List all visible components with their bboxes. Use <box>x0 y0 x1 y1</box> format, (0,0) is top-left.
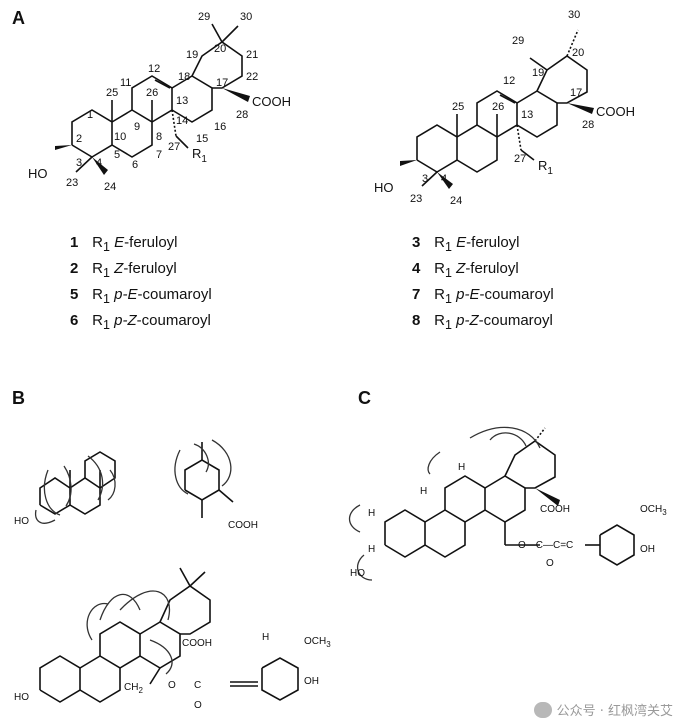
svg-text:6: 6 <box>132 159 138 171</box>
svg-text:15: 15 <box>196 133 208 145</box>
svg-text:25: 25 <box>106 87 118 99</box>
svg-text:17: 17 <box>570 87 582 99</box>
legend-row: 7 R1 p-E-coumaroyl <box>412 286 554 306</box>
carboxyl-label-c: COOH <box>540 504 570 515</box>
svg-text:28: 28 <box>236 109 248 121</box>
noesy-structure <box>348 426 635 581</box>
legend-row: 6 R1 p-Z-coumaroyl <box>70 312 211 332</box>
legend-row: 4 R1 Z-feruloyl <box>412 260 519 280</box>
svg-text:30: 30 <box>568 9 580 21</box>
svg-text:25: 25 <box>452 101 464 113</box>
svg-text:20: 20 <box>572 47 584 59</box>
svg-text:29: 29 <box>512 35 524 47</box>
svg-text:12: 12 <box>503 75 515 87</box>
svg-text:26: 26 <box>146 87 158 99</box>
carboxyl-label-b-bottom: COOH <box>182 638 212 649</box>
legend-row: 2 R1 Z-feruloyl <box>70 260 177 280</box>
svg-text:4: 4 <box>441 173 447 185</box>
carbonyl-carbon-label: C <box>194 680 201 691</box>
panel-label-c: C <box>358 388 371 408</box>
hmbc-fragment-top-left <box>34 451 116 524</box>
svg-text:28: 28 <box>582 119 594 131</box>
atom-numbers-b: 3 4 12 13 17 19 20 23 24 25 26 27 28 29 … <box>410 9 594 207</box>
legend-row: 5 R1 p-E-coumaroyl <box>70 286 212 306</box>
svg-text:13: 13 <box>521 109 533 121</box>
svg-text:9: 9 <box>134 121 140 133</box>
ester-linker-label: O—C—C=C <box>518 540 573 551</box>
svg-text:12: 12 <box>148 63 160 75</box>
svg-text:23: 23 <box>410 193 422 205</box>
svg-text:26: 26 <box>492 101 504 113</box>
svg-text:7: 7 <box>156 149 162 161</box>
r1-label-b: R1 <box>538 158 553 177</box>
panel-label-b: B <box>12 388 25 408</box>
hydroxyl-label-a: HO <box>28 166 48 181</box>
svg-text:20: 20 <box>214 43 226 55</box>
svg-text:27: 27 <box>514 153 526 165</box>
legend-right: 3 R1 E-feruloyl 4 R1 Z-feruloyl 7 R1 p-E… <box>412 232 554 336</box>
svg-text:8: 8 <box>156 131 162 143</box>
phenol-label-b: OH <box>304 676 319 687</box>
svg-text:1: 1 <box>87 109 93 121</box>
h11-label: H <box>420 486 427 497</box>
h3-label: H <box>368 544 375 555</box>
svg-text:2: 2 <box>76 133 82 145</box>
svg-text:23: 23 <box>66 177 78 189</box>
svg-text:29: 29 <box>198 11 210 23</box>
hydroxyl-label-b-top: HO <box>14 516 29 527</box>
svg-text:19: 19 <box>186 49 198 61</box>
carboxyl-label-b: COOH <box>596 104 635 119</box>
svg-text:11: 11 <box>120 77 131 89</box>
hmbc-fragment-top-right <box>174 439 234 518</box>
svg-text:22: 22 <box>246 71 258 83</box>
carbonyl-oxygen-label: O <box>194 700 202 711</box>
methoxy-label-b: OCH3 <box>304 636 331 649</box>
hydroxyl-label-b: HO <box>374 180 394 195</box>
svg-text:17: 17 <box>216 77 228 89</box>
wechat-icon <box>533 701 552 718</box>
carboxyl-label-a: COOH <box>252 94 291 109</box>
svg-text:24: 24 <box>450 195 462 207</box>
svg-text:16: 16 <box>214 121 226 133</box>
svg-text:13: 13 <box>176 95 188 107</box>
h2-label: H <box>368 508 375 519</box>
svg-text:3: 3 <box>76 157 82 169</box>
aromatic-h-label: H <box>262 632 269 643</box>
phenol-label-c: OH <box>640 544 655 555</box>
ester-oxygen-label: O <box>168 680 176 691</box>
ch2-label: CH2 <box>124 682 143 695</box>
watermark: 公众号 · 红枫湾关艾 <box>533 700 673 719</box>
svg-text:27: 27 <box>168 141 180 153</box>
legend-row: 1 R1 E-feruloyl <box>70 234 178 254</box>
svg-text:5: 5 <box>114 149 120 161</box>
svg-text:24: 24 <box>104 181 116 193</box>
hmbc-structure-bottom <box>39 567 299 703</box>
r1-label-a: R1 <box>192 146 207 165</box>
hydroxyl-label-b-bottom: HO <box>14 692 29 703</box>
legend-row: 8 R1 p-Z-coumaroyl <box>412 312 553 332</box>
svg-text:30: 30 <box>240 11 252 23</box>
svg-text:3: 3 <box>422 173 428 185</box>
svg-text:19: 19 <box>532 67 544 79</box>
atom-numbers-a: 1 2 3 4 5 6 7 8 9 10 11 12 13 14 15 16 1… <box>66 11 258 193</box>
hydroxyl-label-c: HO <box>350 568 365 579</box>
svg-text:10: 10 <box>114 131 126 143</box>
legend-left: 1 R1 E-feruloyl 2 R1 Z-feruloyl 5 R1 p-E… <box>70 232 212 336</box>
structure-oleanane <box>55 23 250 175</box>
structure-ursane <box>400 29 594 189</box>
h12-label: H <box>458 462 465 473</box>
svg-text:18: 18 <box>178 71 190 83</box>
carboxyl-label-b-top: COOH <box>228 520 258 531</box>
methoxy-label-c: OCH3 <box>640 504 667 517</box>
legend-row: 3 R1 E-feruloyl <box>412 234 520 254</box>
svg-text:4: 4 <box>96 157 102 169</box>
svg-text:14: 14 <box>176 115 188 127</box>
carbonyl-oxygen-label-c: O <box>546 558 554 569</box>
svg-text:21: 21 <box>246 49 258 61</box>
panel-label-a: A <box>12 8 25 28</box>
watermark-text: 公众号 · 红枫湾关艾 <box>556 704 673 719</box>
